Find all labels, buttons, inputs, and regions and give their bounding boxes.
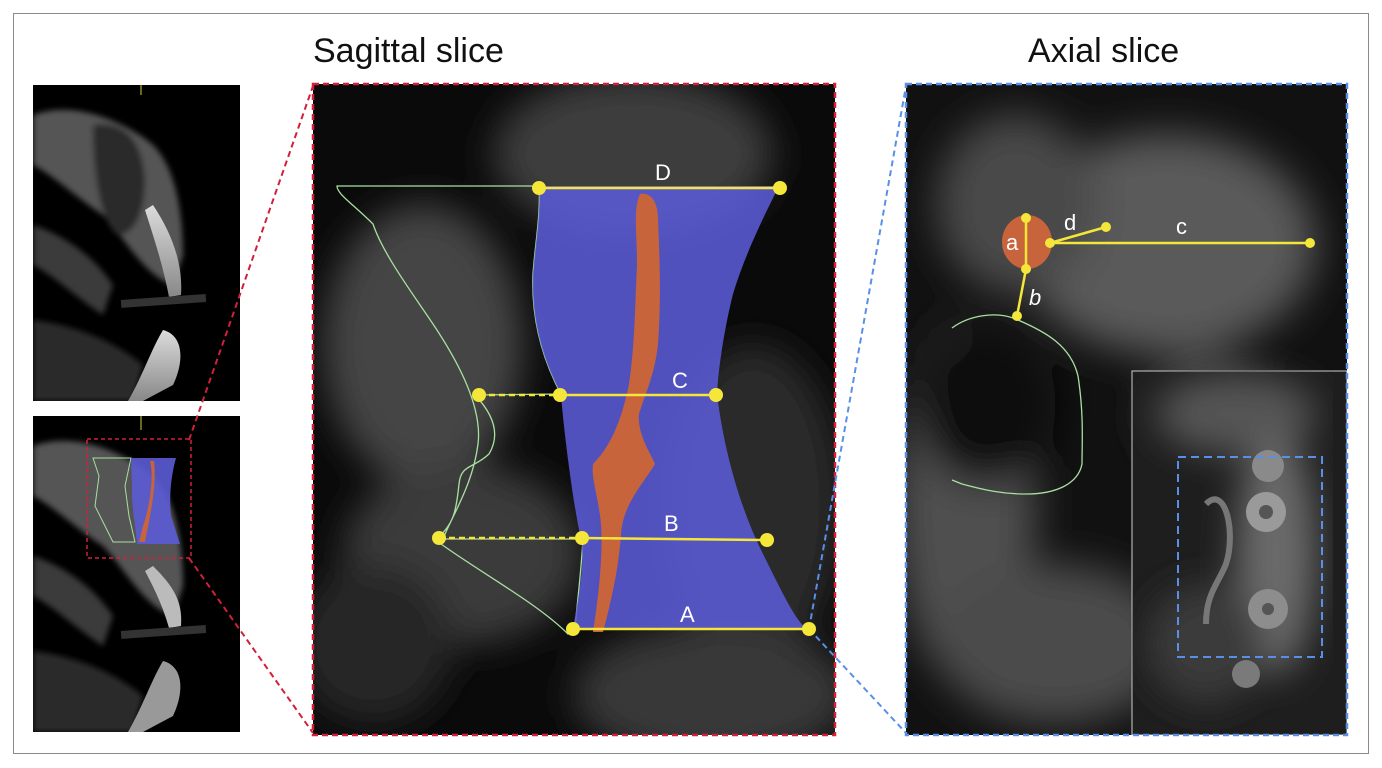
axial-inset bbox=[1131, 370, 1347, 735]
sagittal-title: Sagittal slice bbox=[313, 32, 504, 70]
sagittal-panel bbox=[313, 84, 835, 735]
axial-panel bbox=[906, 84, 1347, 735]
axial-title: Axial slice bbox=[1028, 32, 1180, 70]
thumbnail-sagittal-ct bbox=[33, 85, 240, 401]
thumbnail-sagittal-overlay bbox=[33, 416, 240, 732]
axial-soft-tissue-region bbox=[1002, 215, 1052, 269]
